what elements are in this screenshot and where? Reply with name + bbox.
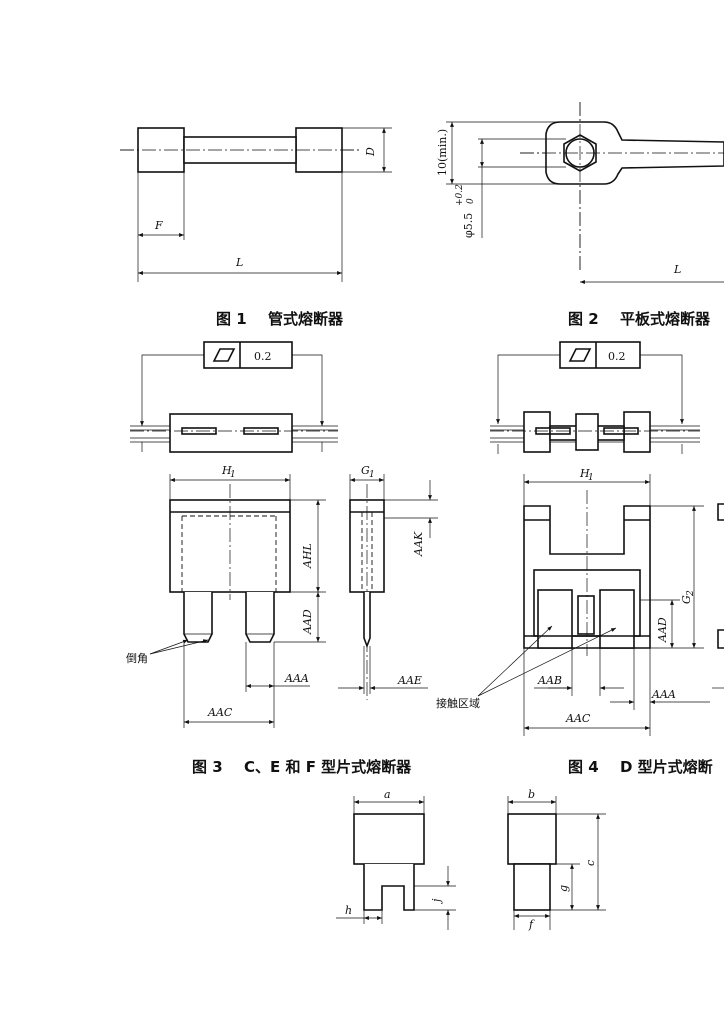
dim-phi-tol-up: +0.2	[455, 184, 465, 206]
dim-AAD: AAD	[656, 617, 669, 643]
dim-g: g	[557, 885, 570, 892]
figure-4-caption-text: D 型片式熔断	[620, 758, 713, 776]
dim-AAK: AAK	[412, 531, 425, 557]
dim-F: F	[154, 219, 163, 232]
dim-G1-sub: 1	[369, 470, 375, 480]
dim-h: h	[345, 904, 352, 917]
figure-2-flat-fuse: 10(min.) φ5.5 +0.2 0 L 图 2 平板式熔断器	[436, 102, 724, 328]
dim-AAC: AAC	[565, 712, 591, 725]
dim-AAA: AAA	[284, 672, 309, 685]
dim-j: j	[430, 898, 443, 905]
dim-AAA: AAA	[651, 688, 676, 701]
dim-AAB: AAB	[537, 674, 562, 687]
figure-3-blade-fuse: 0.2 H 1 AHL AAD	[126, 341, 438, 776]
dim-AHL: AHL	[301, 543, 314, 569]
dim-phi: φ5.5	[462, 213, 475, 238]
figure-4-caption-number: 图 4	[568, 758, 599, 776]
dim-D: D	[364, 147, 377, 157]
dim-H1-sub: 1	[230, 470, 236, 480]
dim-L: L	[235, 256, 243, 269]
dim-AAE: AAE	[397, 674, 422, 687]
dim-H1-sub: 1	[588, 473, 594, 483]
dim-b: b	[528, 788, 535, 801]
figure-1-caption-text: 管式熔断器	[268, 310, 344, 328]
dim-G1: G	[361, 464, 370, 477]
figure-2-caption-number: 图 2	[568, 310, 599, 328]
figure-3-caption-number: 图 3	[192, 758, 223, 776]
figure-3-caption-text: C、E 和 F 型片式熔断器	[244, 758, 412, 776]
dim-AAC: AAC	[207, 706, 233, 719]
figure-5-terminal-details: a j h b c g f	[336, 788, 606, 931]
dim-c: c	[584, 860, 597, 866]
chamfer-label: 倒角	[126, 652, 148, 665]
fig4-tolerance-value: 0.2	[608, 350, 626, 363]
dim-AAD: AAD	[301, 609, 314, 635]
dim-H1: H	[579, 467, 590, 480]
contact-area-label: 接触区域	[436, 696, 480, 710]
dim-phi-tol-low: 0	[466, 198, 476, 204]
figure-4-blade-fuse-d: 0.2 H 1 G 2	[436, 341, 724, 776]
fig3-tolerance-value: 0.2	[254, 350, 272, 363]
figure-1-tube-fuse: D F L 图 1 管式熔断器	[120, 127, 392, 328]
dim-G2-sub: 2	[686, 590, 696, 597]
dim-10min: 10(min.)	[436, 129, 449, 176]
dim-f: f	[528, 918, 535, 931]
figure-2-caption-text: 平板式熔断器	[620, 310, 711, 328]
dim-G2: G	[680, 595, 693, 604]
figure-1-caption-number: 图 1	[216, 310, 247, 328]
dim-H1: H	[221, 464, 232, 477]
dim-L: L	[673, 263, 681, 276]
dim-a: a	[384, 788, 391, 801]
